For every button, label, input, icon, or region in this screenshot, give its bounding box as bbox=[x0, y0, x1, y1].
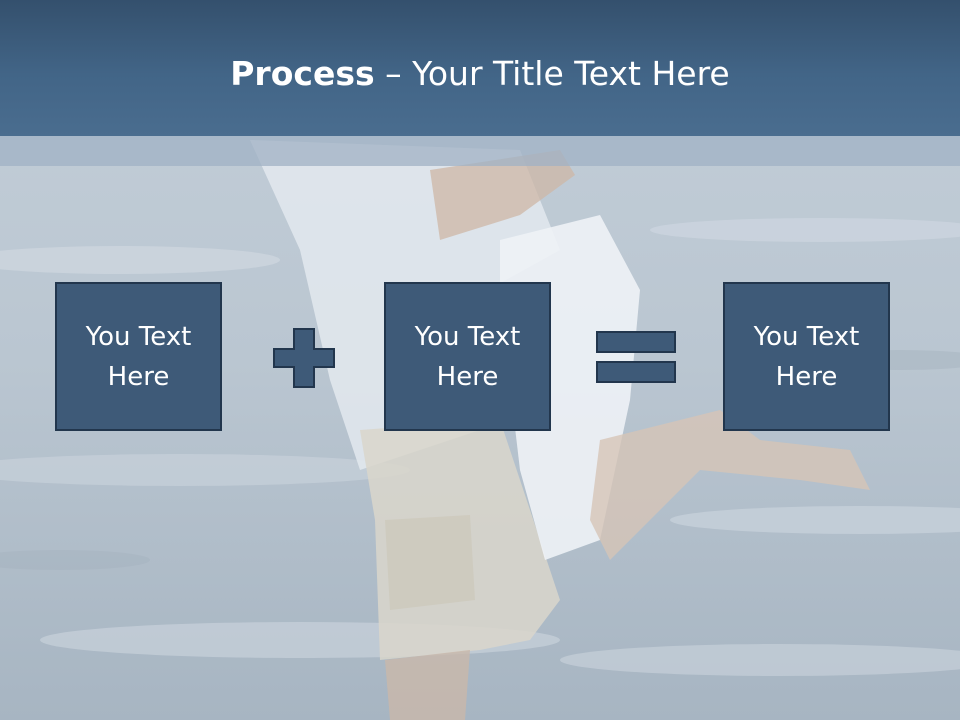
process-box-2-label: You Text Here bbox=[414, 321, 521, 392]
process-box-3-label: You Text Here bbox=[753, 321, 860, 392]
title-accent-strip bbox=[0, 136, 960, 166]
plus-icon bbox=[273, 328, 335, 388]
slide-title: Process – Your Title Text Here bbox=[0, 52, 960, 96]
title-bar bbox=[0, 0, 960, 136]
title-bold-part: Process bbox=[230, 54, 375, 93]
process-box-2[interactable]: You Text Here bbox=[384, 282, 551, 431]
equals-icon bbox=[596, 331, 676, 383]
process-box-1[interactable]: You Text Here bbox=[55, 282, 222, 431]
process-box-1-label: You Text Here bbox=[85, 321, 192, 392]
process-box-3[interactable]: You Text Here bbox=[723, 282, 890, 431]
title-rest: – Your Title Text Here bbox=[374, 54, 730, 93]
